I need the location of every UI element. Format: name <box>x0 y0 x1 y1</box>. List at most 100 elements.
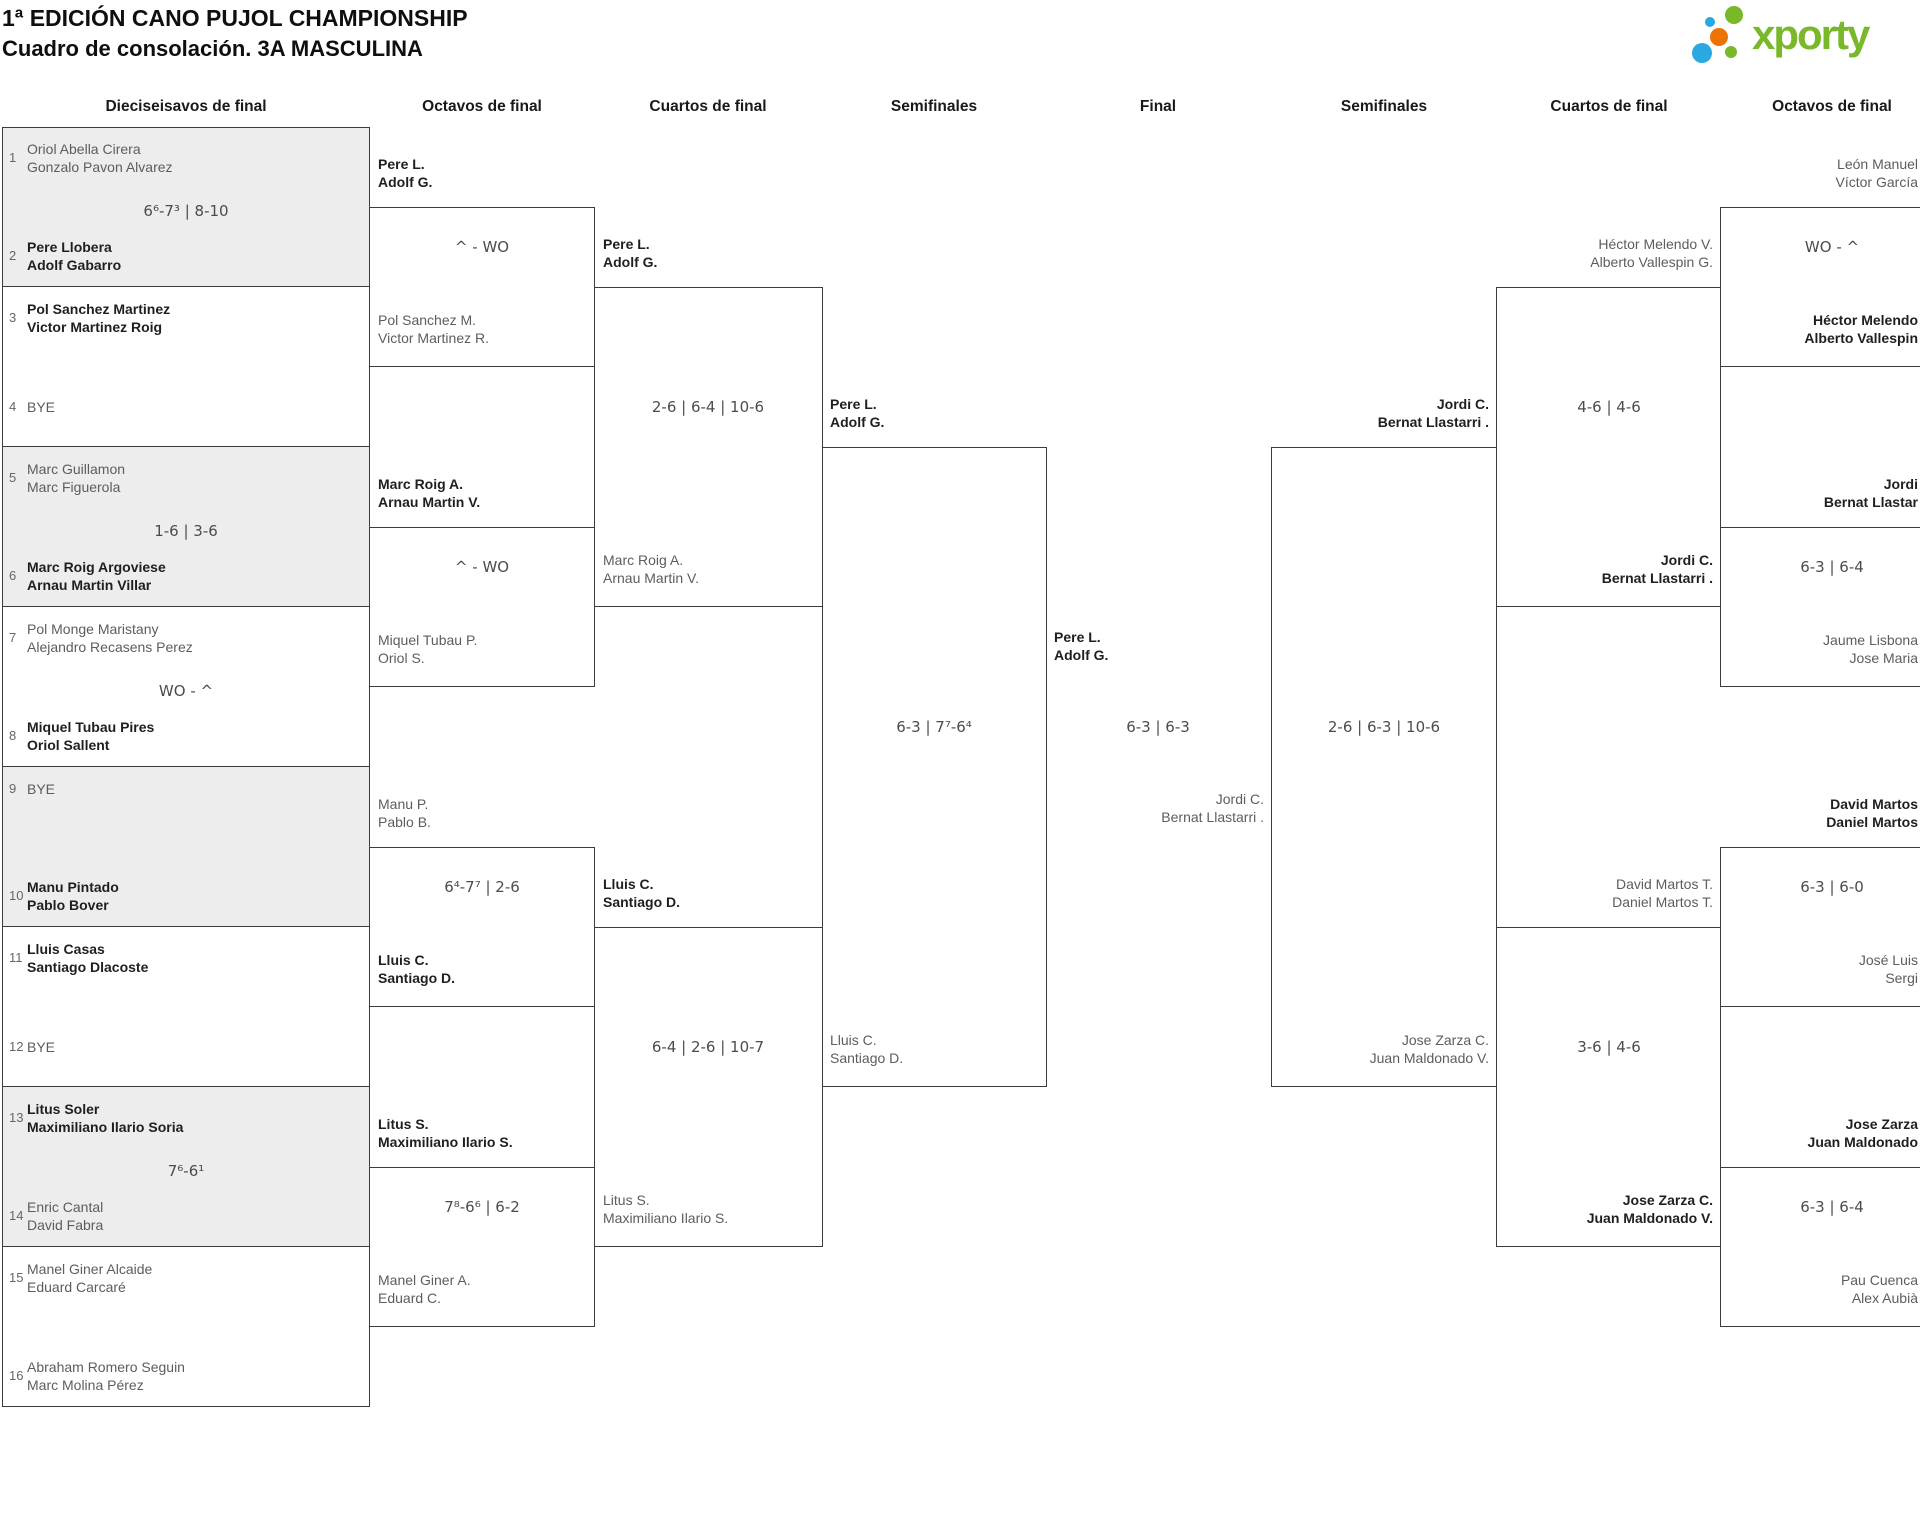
r16-left-1-score: ^ - WO <box>454 238 510 256</box>
seed-number: 6 <box>9 568 17 583</box>
qf-left-box-2 <box>594 927 823 1247</box>
round-header-sf-right: Semifinales <box>1340 98 1428 115</box>
seed-number: 3 <box>9 310 17 325</box>
qf-left-1-bottom: Marc Roig A. Arnau Martin V. <box>603 552 699 586</box>
r16-right-1-top: León Manuel Víctor García <box>1835 156 1918 190</box>
seed-number: 14 <box>9 1208 24 1223</box>
r16-left-1-bottom: Pol Sanchez M. Victor Martinez R. <box>378 312 489 346</box>
r16-right-4-top: Jose Zarza Juan Maldonado <box>1807 1116 1918 1150</box>
r32-match-box-3 <box>2 446 370 607</box>
qf-right-1-top: Héctor Melendo V. Alberto Vallespin G. <box>1590 236 1713 270</box>
final-winner: Pere L. Adolf G. <box>1054 629 1109 663</box>
round-header-final: Final <box>1139 98 1177 115</box>
r32-team-7: Pol Monge Maristany Alejandro Recasens P… <box>27 621 193 655</box>
seed-number: 8 <box>9 728 17 743</box>
qf-left-1-top: Pere L. Adolf G. <box>603 236 658 270</box>
r16-right-box-4 <box>1720 1167 1920 1327</box>
r16-right-2-bottom: Jaume Lisbona Jose Maria <box>1823 632 1918 666</box>
r16-right-3-score: 6-3 | 6-0 <box>1800 878 1864 896</box>
r16-left-4-score: 7⁸-6⁶ | 6-2 <box>444 1198 520 1216</box>
qf-right-1-bottom: Jordi C. Bernat Llastarri . <box>1601 552 1713 586</box>
qf-right-box-1 <box>1496 287 1721 607</box>
page-subtitle: Cuadro de consolación. 3A MASCULINA <box>2 36 423 61</box>
xporty-logo[interactable]: xporty <box>1690 0 1920 72</box>
seed-number: 1 <box>9 150 17 165</box>
r16-right-box-3 <box>1720 847 1920 1007</box>
r32-team-16: Abraham Romero Seguin Marc Molina Pérez <box>27 1359 185 1393</box>
seed-number: 13 <box>9 1110 24 1125</box>
seed-number: 15 <box>9 1270 24 1285</box>
seed-number: 16 <box>9 1368 24 1383</box>
r32-team-14: Enric Cantal David Fabra <box>27 1199 104 1233</box>
r32-match-box-7 <box>2 1086 370 1247</box>
r32-team-3: Pol Sanchez Martinez Victor Martinez Roi… <box>27 301 171 335</box>
sf-right-score: 2-6 | 6-3 | 10-6 <box>1327 718 1441 736</box>
round-header-r16-right: Octavos de final <box>1772 98 1892 115</box>
r16-left-3-score: 6⁴-7⁷ | 2-6 <box>444 878 520 896</box>
seed-number: 4 <box>9 399 17 414</box>
logo-wordmark: xporty <box>1752 11 1870 58</box>
qf-left-2-bottom: Litus S. Maximiliano Ilario S. <box>603 1192 729 1226</box>
r32-score-1: 6⁶-7³ | 8-10 <box>143 202 229 220</box>
logo-dot-blue-small <box>1705 17 1715 27</box>
seed-number: 5 <box>9 470 17 485</box>
r32-team-4: BYE <box>27 399 56 415</box>
round-header-qf-left: Cuartos de final <box>649 98 767 115</box>
logo-dot-green-large <box>1725 6 1743 24</box>
round-header-sf-left: Semifinales <box>890 98 978 115</box>
r16-right-3-bottom: José Luis Sergi <box>1858 952 1918 986</box>
r32-team-12: BYE <box>27 1039 56 1055</box>
qf-left-2-score: 6-4 | 2-6 | 10-7 <box>651 1038 765 1056</box>
r16-left-1-top: Pere L. Adolf G. <box>378 156 433 190</box>
qf-right-box-2 <box>1496 927 1721 1247</box>
r32-team-15: Manel Giner Alcaide Eduard Carcaré <box>27 1261 153 1295</box>
r16-right-3-top: David Martos Daniel Martos <box>1826 796 1918 830</box>
r16-left-box-4 <box>369 1167 595 1327</box>
r16-right-2-score: 6-3 | 6-4 <box>1800 558 1864 576</box>
r16-left-2-bottom: Miquel Tubau P. Oriol S. <box>378 632 478 666</box>
r16-right-box-2 <box>1720 527 1920 687</box>
r32-team-13: Litus Soler Maximiliano Ilario Soria <box>27 1101 184 1135</box>
r32-team-8: Miquel Tubau Pires Oriol Sallent <box>27 719 155 753</box>
r32-score-3: 1-6 | 3-6 <box>154 522 218 540</box>
r16-left-2-score: ^ - WO <box>454 558 510 576</box>
round-header-r16-left: Octavos de final <box>422 98 542 115</box>
r16-right-2-top: Jordi Bernat Llastar <box>1823 476 1918 510</box>
r32-team-6: Marc Roig Argoviese Arnau Martin Villar <box>27 559 166 593</box>
page-title: 1ª EDICIÓN CANO PUJOL CHAMPIONSHIP <box>2 5 468 31</box>
qf-left-2-top: Lluis C. Santiago D. <box>603 876 681 910</box>
r32-match-box-5 <box>2 766 370 927</box>
r16-left-4-bottom: Manel Giner A. Eduard C. <box>378 1272 471 1306</box>
r16-left-3-bottom: Lluis C. Santiago D. <box>378 952 456 986</box>
qf-left-1-score: 2-6 | 6-4 | 10-6 <box>651 398 765 416</box>
r32-score-7: 7⁶-6¹ <box>167 1162 205 1180</box>
logo-dot-orange <box>1710 28 1728 46</box>
r32-match-box-1 <box>2 127 370 287</box>
sf-left-box <box>822 447 1047 1087</box>
r16-left-4-top: Litus S. Maximiliano Ilario S. <box>378 1116 513 1150</box>
seed-number: 12 <box>9 1039 24 1054</box>
r32-team-5: Marc Guillamon Marc Figuerola <box>27 461 126 495</box>
r32-team-11: Lluis Casas Santiago Dlacoste <box>27 941 149 975</box>
r16-left-2-top: Marc Roig A. Arnau Martin V. <box>378 476 481 510</box>
qf-right-2-top: David Martos T. Daniel Martos T. <box>1612 876 1713 910</box>
logo-dot-green-small <box>1725 46 1737 58</box>
sf-right-box <box>1271 447 1497 1087</box>
round-header-qf-right: Cuartos de final <box>1550 98 1668 115</box>
qf-right-2-score: 3-6 | 4-6 <box>1577 1038 1641 1056</box>
seed-number: 11 <box>9 950 23 965</box>
qf-right-1-score: 4-6 | 4-6 <box>1577 398 1641 416</box>
seed-number: 2 <box>9 248 17 263</box>
sf-right-top: Jordi C. Bernat Llastarri . <box>1377 396 1489 430</box>
r32-score-4: WO - ^ <box>158 682 214 700</box>
sf-left-bottom: Lluis C. Santiago D. <box>830 1032 904 1066</box>
final-runner-up: Jordi C. Bernat Llastarri . <box>1161 791 1264 825</box>
sf-right-bottom: Jose Zarza C. Juan Maldonado V. <box>1369 1032 1489 1066</box>
r16-right-1-score: WO - ^ <box>1804 238 1860 256</box>
r32-team-1: Oriol Abella Cirera Gonzalo Pavon Alvare… <box>27 141 173 175</box>
r32-team-9: BYE <box>27 781 56 797</box>
r32-team-2: Pere Llobera Adolf Gabarro <box>27 239 122 273</box>
r16-right-4-score: 6-3 | 6-4 <box>1800 1198 1864 1216</box>
r16-right-4-bottom: Pau Cuenca Alex Aubià <box>1840 1272 1918 1306</box>
r16-left-box-2 <box>369 527 595 687</box>
